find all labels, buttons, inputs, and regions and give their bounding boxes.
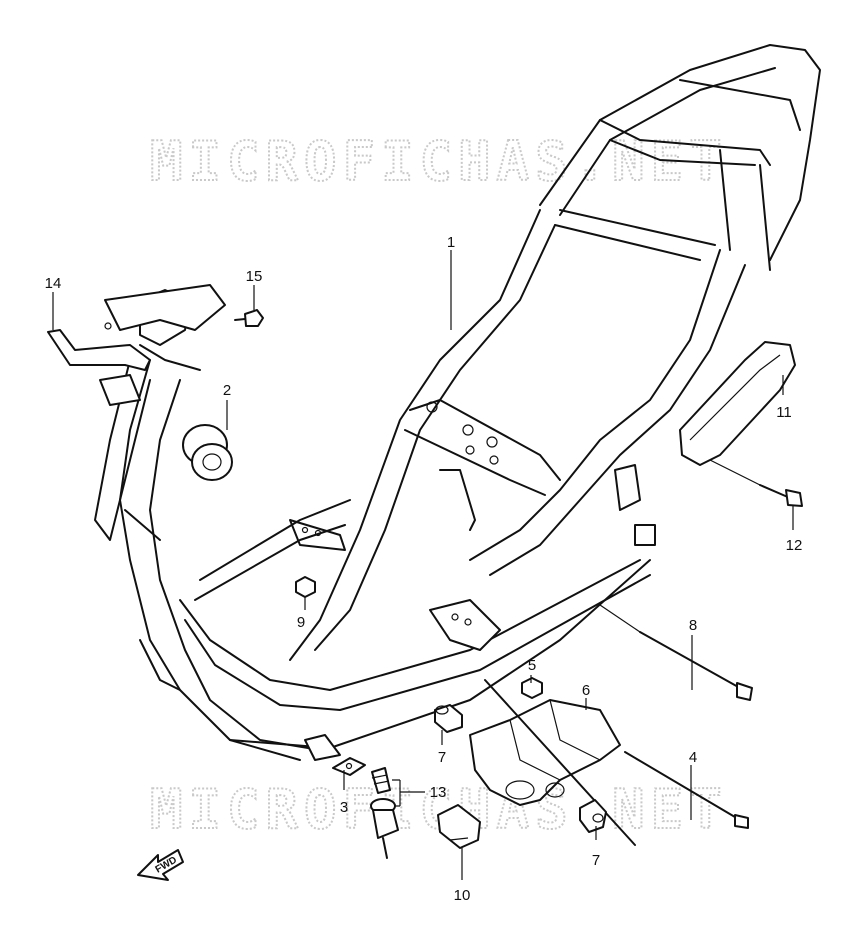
part-7b-bushing <box>579 799 607 833</box>
part-14-stay <box>47 322 151 371</box>
part-5-nut <box>521 677 543 699</box>
callout-5: 5 <box>528 657 536 674</box>
part-9-nut <box>295 576 316 598</box>
watermark-top: MICROFICHAS.NET <box>150 130 728 193</box>
callout-4: 4 <box>689 749 697 766</box>
part-7a-bushing <box>434 704 463 733</box>
part-13-spring-bulb <box>370 767 399 859</box>
callout-13: 13 <box>430 784 447 801</box>
callouts: 1 2 3 4 5 6 7 7 8 9 10 11 12 13 14 15 <box>45 234 803 904</box>
callout-7b: 7 <box>592 852 600 869</box>
part-6-bracket <box>469 679 636 846</box>
callout-12: 12 <box>786 537 803 554</box>
watermark-bottom: MICROFICHAS.NET <box>150 778 728 841</box>
callout-15: 15 <box>246 268 263 285</box>
callout-14: 14 <box>45 275 62 292</box>
callout-2: 2 <box>223 382 231 399</box>
part-10-cap <box>437 804 481 849</box>
part-3-clip <box>332 757 366 776</box>
callout-8: 8 <box>689 617 697 634</box>
callout-7a: 7 <box>438 749 446 766</box>
callout-1: 1 <box>447 234 455 251</box>
callout-10: 10 <box>454 887 471 904</box>
part-2-bushing <box>182 424 233 481</box>
part-12-bolt <box>709 459 803 507</box>
forward-arrow-icon: FWD <box>137 849 184 881</box>
callout-9: 9 <box>297 614 305 631</box>
part-15-screw <box>234 309 264 327</box>
callout-11: 11 <box>776 404 792 421</box>
callout-6: 6 <box>582 682 590 699</box>
part-4-bolt <box>624 751 749 829</box>
main-frame <box>94 44 821 761</box>
part-11-cover <box>679 341 796 466</box>
part-8-bolt <box>599 604 753 701</box>
leader-lines <box>52 250 794 880</box>
callout-3: 3 <box>340 799 348 816</box>
